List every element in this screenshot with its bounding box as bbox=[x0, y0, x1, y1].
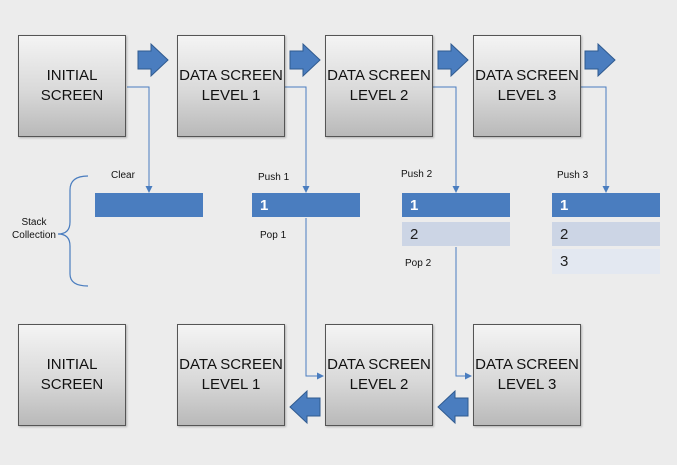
stack2-item-1: 1 bbox=[402, 193, 510, 218]
bottom-data-screen-level-3: DATA SCREEN LEVEL 3 bbox=[473, 324, 581, 426]
push1-label: Push 1 bbox=[258, 172, 290, 183]
box-label-line1: INITIAL bbox=[46, 67, 98, 84]
push2-connector bbox=[433, 86, 460, 193]
stack3-item-3: 3 bbox=[552, 249, 660, 274]
forward-arrow-1 bbox=[137, 42, 169, 78]
back-arrow-2 bbox=[437, 389, 469, 425]
pop1-label: Pop 1 bbox=[260, 230, 287, 241]
top-data-screen-level-3: DATA SCREEN LEVEL 3 bbox=[473, 35, 581, 137]
bottom-data-screen-level-2: DATA SCREEN LEVEL 2 bbox=[325, 324, 433, 426]
box-label-line1: DATA SCREEN bbox=[327, 356, 431, 373]
stack3-item-2: 2 bbox=[552, 222, 660, 247]
bottom-initial-screen: INITIAL SCREEN bbox=[18, 324, 126, 426]
box-label-line1: DATA SCREEN bbox=[327, 67, 431, 84]
box-label-line2: LEVEL 2 bbox=[349, 376, 409, 393]
stack2-item-2: 2 bbox=[402, 222, 510, 247]
stack1-item-1: 1 bbox=[252, 193, 360, 218]
box-label-line1: DATA SCREEN bbox=[475, 67, 579, 84]
box-label-line2: LEVEL 3 bbox=[497, 376, 557, 393]
stack-collection-label: Stack Collection bbox=[4, 216, 64, 242]
bottom-data-screen-level-1: DATA SCREEN LEVEL 1 bbox=[177, 324, 285, 426]
top-data-screen-level-1: DATA SCREEN LEVEL 1 bbox=[177, 35, 285, 137]
forward-arrow-2 bbox=[289, 42, 321, 78]
box-label-line2: SCREEN bbox=[40, 376, 104, 393]
push-connectors bbox=[127, 86, 610, 193]
pop2-connector bbox=[455, 246, 472, 380]
back-arrow-1 bbox=[289, 389, 321, 425]
push1-connector bbox=[275, 86, 310, 193]
box-label-line1: DATA SCREEN bbox=[179, 67, 283, 84]
box-label-line2: SCREEN bbox=[40, 87, 104, 104]
back-arrows bbox=[289, 389, 469, 425]
box-label-line2: LEVEL 1 bbox=[201, 87, 261, 104]
forward-arrows bbox=[137, 42, 616, 78]
stack-label-line2: Collection bbox=[12, 230, 56, 241]
box-label-line1: DATA SCREEN bbox=[179, 356, 283, 373]
clear-label: Clear bbox=[111, 170, 135, 181]
top-data-screen-level-2: DATA SCREEN LEVEL 2 bbox=[325, 35, 433, 137]
forward-arrow-3 bbox=[437, 42, 469, 78]
stack-brace bbox=[57, 175, 89, 287]
stack-label-line1: Stack bbox=[21, 217, 47, 228]
top-initial-screen: INITIAL SCREEN bbox=[18, 35, 126, 137]
empty-stack-bar bbox=[95, 193, 203, 218]
push3-connector bbox=[581, 86, 610, 193]
clear-connector bbox=[127, 86, 153, 193]
push2-label: Push 2 bbox=[401, 169, 433, 180]
push3-label: Push 3 bbox=[557, 170, 589, 181]
forward-arrow-4 bbox=[584, 42, 616, 78]
box-label-line2: LEVEL 1 bbox=[201, 376, 261, 393]
box-label-line1: DATA SCREEN bbox=[475, 356, 579, 373]
stack3-item-1: 1 bbox=[552, 193, 660, 218]
box-label-line2: LEVEL 3 bbox=[497, 87, 557, 104]
pop2-label: Pop 2 bbox=[405, 258, 432, 269]
pop-connectors bbox=[305, 218, 472, 380]
pop1-connector bbox=[305, 218, 324, 380]
box-label-line1: INITIAL bbox=[46, 356, 98, 373]
box-label-line2: LEVEL 2 bbox=[349, 87, 409, 104]
